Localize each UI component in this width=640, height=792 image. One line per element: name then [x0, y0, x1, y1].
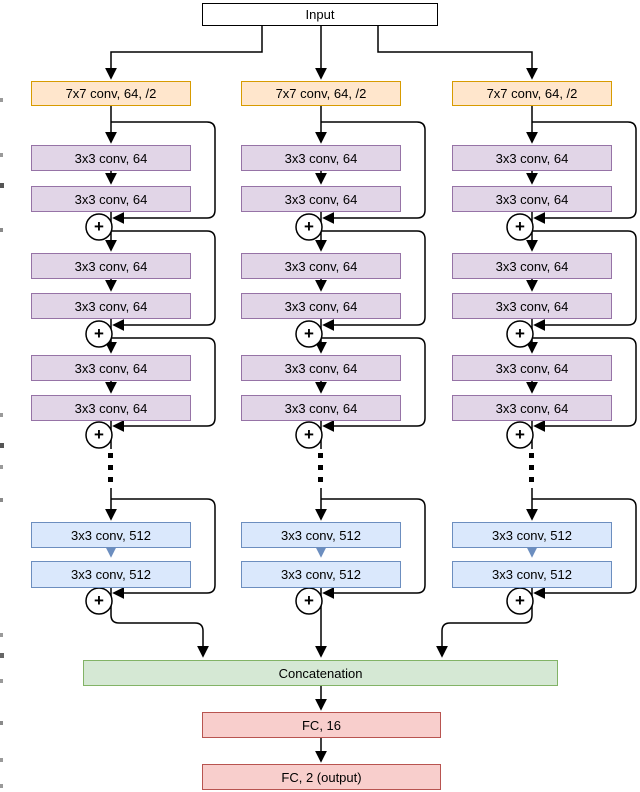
- branch-0-res2-conv2-node: 3x3 conv, 64: [31, 293, 191, 319]
- branch-2-final-conv2-node: 3x3 conv, 512: [452, 561, 612, 588]
- plus-icon: +: [304, 324, 314, 343]
- add-circle: [295, 320, 323, 348]
- branch-1-res3-conv1-node: 3x3 conv, 64: [241, 355, 401, 381]
- branch-1-res2-conv1-node: 3x3 conv, 64: [241, 253, 401, 279]
- add-circle: [295, 213, 323, 241]
- plus-icon: +: [304, 425, 314, 444]
- branch-1-res1-conv2-node: 3x3 conv, 64: [241, 186, 401, 212]
- add-circle: [295, 587, 323, 615]
- branch-0-final-conv1-node: 3x3 conv, 512: [31, 522, 191, 548]
- add-circle: [85, 213, 113, 241]
- branch-1-res2-conv2-node: 3x3 conv, 64: [241, 293, 401, 319]
- input-node: Input: [202, 3, 438, 26]
- branch-0-res3-conv2-node: 3x3 conv, 64: [31, 395, 191, 421]
- branch-0-res1-conv1-node: 3x3 conv, 64: [31, 145, 191, 171]
- plus-icon: +: [515, 324, 525, 343]
- branch-2-res3-conv1-node: 3x3 conv, 64: [452, 355, 612, 381]
- plus-icon: +: [94, 324, 104, 343]
- plus-icon: +: [304, 217, 314, 236]
- branch-2-final-conv1-node: 3x3 conv, 512: [452, 522, 612, 548]
- branch-1-res3-conv2-node: 3x3 conv, 64: [241, 395, 401, 421]
- add-circle: [506, 587, 534, 615]
- branch-1-final-conv2-node: 3x3 conv, 512: [241, 561, 401, 588]
- plus-icon: +: [515, 591, 525, 610]
- branch-1-final-conv1-node: 3x3 conv, 512: [241, 522, 401, 548]
- branch-2-res2-conv1-node: 3x3 conv, 64: [452, 253, 612, 279]
- branch-2-res1-conv2-node: 3x3 conv, 64: [452, 186, 612, 212]
- branch-0-res3-conv1-node: 3x3 conv, 64: [31, 355, 191, 381]
- branch-0-stem-node: 7x7 conv, 64, /2: [31, 81, 191, 106]
- plus-icon: +: [515, 217, 525, 236]
- add-circle: [506, 320, 534, 348]
- plus-icon: +: [94, 217, 104, 236]
- add-circle: [506, 421, 534, 449]
- add-circle: [506, 213, 534, 241]
- residual-add-circles: [85, 213, 534, 615]
- add-circle: [85, 421, 113, 449]
- plus-icon: +: [304, 591, 314, 610]
- branch-0-res2-conv1-node: 3x3 conv, 64: [31, 253, 191, 279]
- page-edge-marks: [0, 98, 4, 788]
- branch-0-res1-conv2-node: 3x3 conv, 64: [31, 186, 191, 212]
- branch-2-stem-node: 7x7 conv, 64, /2: [452, 81, 612, 106]
- plus-icon: +: [94, 425, 104, 444]
- branch-1-stem-node: 7x7 conv, 64, /2: [241, 81, 401, 106]
- add-circle: [85, 587, 113, 615]
- fc16-node: FC, 16: [202, 712, 441, 738]
- add-circle: [295, 421, 323, 449]
- concatenation-node: Concatenation: [83, 660, 558, 686]
- add-circle: [85, 320, 113, 348]
- plus-icon: +: [515, 425, 525, 444]
- fc-output-node: FC, 2 (output): [202, 764, 441, 790]
- branch-0-final-conv2-node: 3x3 conv, 512: [31, 561, 191, 588]
- ellipsis-dots: [108, 453, 534, 482]
- branch-1-res1-conv1-node: 3x3 conv, 64: [241, 145, 401, 171]
- branch-2-res1-conv1-node: 3x3 conv, 64: [452, 145, 612, 171]
- branch-2-connectors: [377, 26, 637, 658]
- branch-0-connectors: [105, 26, 263, 658]
- branch-2-res3-conv2-node: 3x3 conv, 64: [452, 395, 612, 421]
- plus-icon: +: [94, 591, 104, 610]
- branch-2-res2-conv2-node: 3x3 conv, 64: [452, 293, 612, 319]
